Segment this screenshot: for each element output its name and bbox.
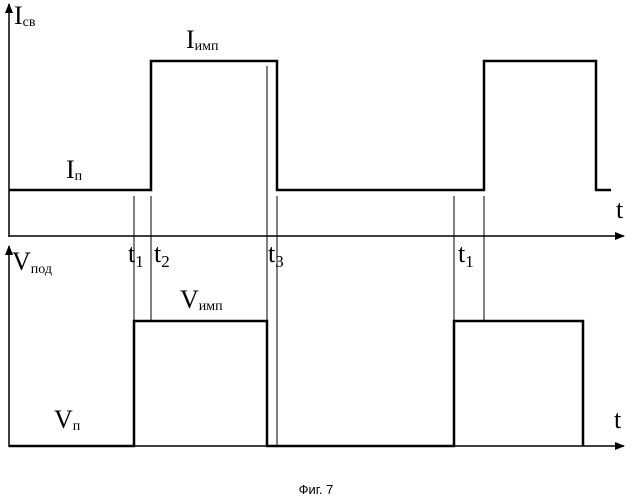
voltage-waveform — [9, 321, 583, 446]
time-marker-label-t1-second: t1 — [458, 239, 474, 271]
top-graph: Iсв Iимп Iп t — [9, 1, 624, 237]
pulse-voltage-label: Vимп — [180, 285, 223, 314]
top-time-label: t — [616, 195, 624, 224]
base-voltage-label: Vп — [54, 405, 81, 434]
current-waveform — [9, 61, 611, 190]
figure-caption: Фиг. 7 — [299, 482, 334, 497]
pulse-current-label: Iимп — [186, 25, 219, 54]
time-marker-label-t3: t3 — [268, 239, 284, 271]
base-current-label: Iп — [66, 155, 83, 184]
current-axis-label: Iсв — [14, 1, 36, 30]
bottom-time-label: t — [614, 405, 622, 434]
voltage-axis-label: Vпод — [12, 247, 52, 277]
time-marker-labels: t1 t2 t3 t1 — [128, 239, 474, 271]
time-marker-label-t2: t2 — [154, 239, 170, 271]
time-marker-lines — [134, 66, 484, 446]
time-marker-label-t1: t1 — [128, 239, 144, 271]
bottom-graph: Vпод Vимп Vп t — [9, 246, 624, 447]
